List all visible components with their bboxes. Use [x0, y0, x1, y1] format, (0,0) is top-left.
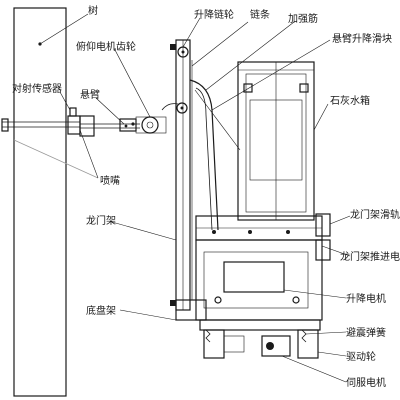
lime-water-tank	[237, 61, 315, 221]
label-lift-motor: 升降电机	[346, 292, 386, 305]
label-stiffener: 加强筋	[288, 12, 318, 25]
chassis-frame	[175, 239, 331, 321]
label-lime-tank: 石灰水箱	[330, 94, 370, 107]
label-chain: 链条	[250, 8, 270, 21]
label-shock-spring: 避震弹簧	[346, 326, 386, 339]
label-pitch-motor-gear: 俯仰电机齿轮	[76, 40, 136, 53]
nozzle-spray-line	[13, 139, 99, 179]
suspension-and-wheels	[199, 319, 321, 359]
leader-lines	[39, 13, 351, 383]
label-cantilever-lift-slider: 悬臂升降滑块	[332, 32, 392, 45]
label-lift-sprocket: 升降链轮	[194, 8, 234, 21]
pitch-motor-gear	[135, 103, 179, 134]
gantry-column	[170, 39, 191, 311]
cantilever-assembly	[1, 107, 140, 137]
label-drive-wheel: 驱动轮	[346, 350, 376, 363]
label-gantry: 龙门架	[86, 214, 116, 227]
label-cantilever: 悬臂	[80, 88, 100, 101]
gantry-rail-platform	[195, 213, 331, 241]
tree-trunk	[13, 7, 67, 397]
label-nozzle: 喷嘴	[100, 175, 120, 187]
label-trunk-sensor: 对射传感器	[12, 82, 62, 95]
label-tree: 树	[88, 4, 98, 17]
label-servo-motor: 伺服电机	[346, 376, 386, 389]
label-chassis: 底盘架	[86, 304, 116, 317]
label-gantry-rail: 龙门架滑轨	[350, 208, 400, 221]
chain-and-stiffener	[189, 60, 241, 300]
label-gantry-push-motor: 龙门架推进电机	[340, 250, 400, 263]
